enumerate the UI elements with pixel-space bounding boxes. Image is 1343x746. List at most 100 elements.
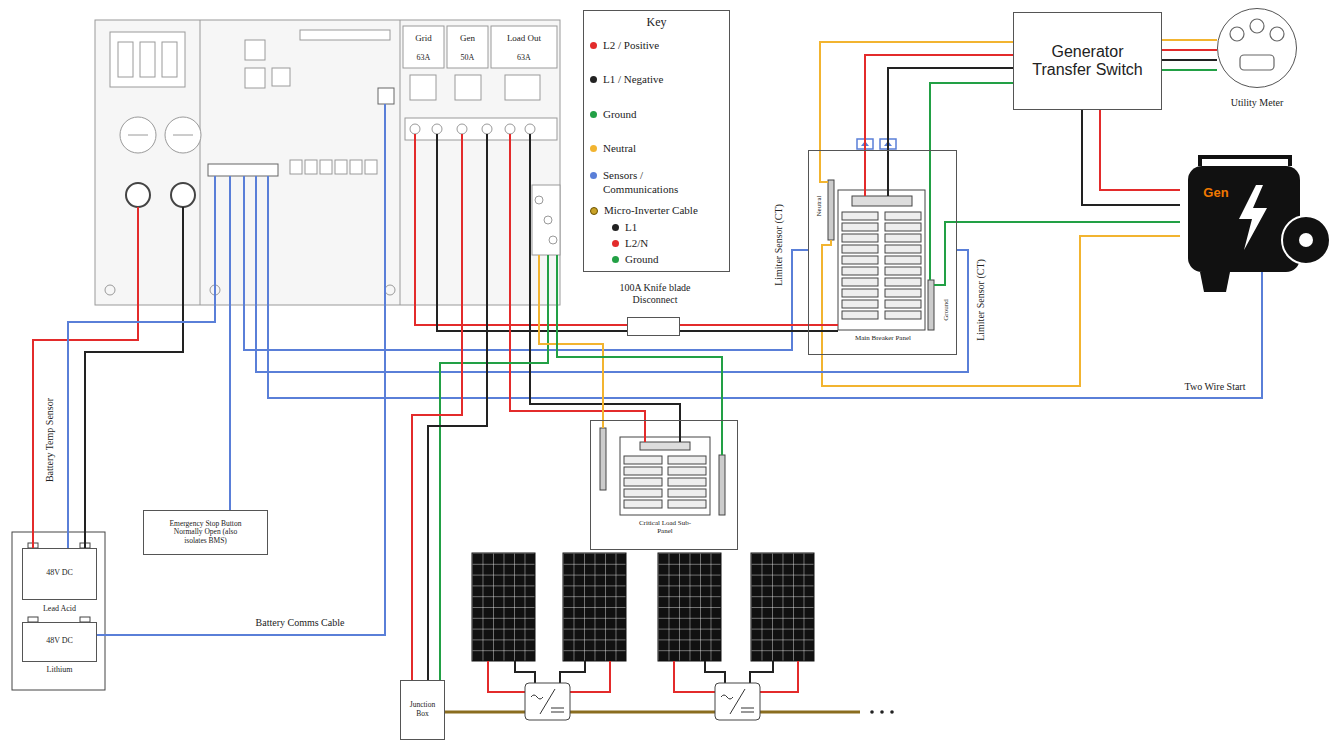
utility-meter-drawing-part <box>1240 55 1274 70</box>
legend-swatch <box>612 256 619 263</box>
solar-array-part <box>880 710 884 714</box>
inverter-drawing-part <box>272 68 290 86</box>
legend-swatch <box>612 240 619 247</box>
main-panel-feeds-part <box>820 150 828 182</box>
wire-connector <box>957 221 1180 223</box>
main-panel-drawing-part <box>842 289 878 297</box>
wire-connector <box>865 55 1013 150</box>
inverter-drawing-part <box>350 160 362 174</box>
inverter-drawing-part <box>245 40 265 60</box>
legend-swatch <box>590 111 597 118</box>
main-panel-drawing-part <box>885 300 921 308</box>
solar-array <box>445 553 894 720</box>
node-text: Grid <box>403 33 444 43</box>
main-panel-drawing-part <box>842 245 878 253</box>
node-text: Critical Load Sub-Panel <box>635 519 695 535</box>
junction-box: Junction Box <box>400 680 445 740</box>
legend-text: L1 / Negative <box>603 72 663 86</box>
main-panel-drawing-part <box>885 267 921 275</box>
solar-array-part <box>563 553 626 661</box>
inverter-unit: Grid63AGen50ALoad Out63A <box>95 20 560 305</box>
node-text: 48V DC <box>23 636 96 645</box>
solar-array-part-part <box>750 661 773 683</box>
sub-panel-drawing-part <box>600 428 606 490</box>
wire-label: Limiter Sensor (CT) <box>975 257 987 343</box>
sub-panel-drawing <box>600 428 725 515</box>
inverter-internal-wires-part <box>214 176 216 305</box>
legend-text: L1 <box>625 220 637 234</box>
inverter-drawing-part <box>110 32 185 87</box>
wire-connector <box>415 305 627 325</box>
wire-connector <box>822 236 1180 386</box>
panel-label: Ground <box>942 297 950 322</box>
utility-meter-drawing-part <box>1270 27 1284 41</box>
inverter-internal-wires-part <box>137 207 139 305</box>
sub-panel-feeds-part <box>721 420 723 455</box>
generator-icon-part <box>1200 157 1290 166</box>
solar-array-part <box>890 710 894 714</box>
main-panel-drawing <box>828 180 934 330</box>
main-panel-drawing-part <box>885 223 921 231</box>
main-panel-drawing-part <box>842 300 878 308</box>
legend-row: Ground <box>612 252 659 266</box>
main-panel-drawing-part <box>885 311 921 319</box>
main-panel-drawing-part <box>838 190 925 330</box>
inverter-drawing-part <box>305 160 317 174</box>
sub-panel-feeds <box>603 420 722 455</box>
inverter-internal-wires-part <box>556 255 558 305</box>
inverter-drawing <box>95 20 560 305</box>
generator-icon-part <box>1239 185 1267 250</box>
node-text: Main Breaker Panel <box>833 334 933 342</box>
node-text: Generator Transfer Switch <box>1026 43 1149 80</box>
inverter-drawing-part <box>118 42 133 77</box>
wire-connector <box>412 305 462 680</box>
inverter-internal-wires-part <box>436 134 438 305</box>
inverter-drawing-part <box>200 20 201 305</box>
inverter-drawing-part <box>245 68 265 88</box>
legend-text: Micro-Inverter Cable <box>604 203 698 217</box>
main-panel-drawing-part <box>828 180 834 240</box>
inverter-drawing-part <box>162 42 177 77</box>
solar-array-part-part <box>560 661 585 683</box>
generator-icon-part <box>1299 233 1313 247</box>
solar-array-part-part <box>741 708 754 712</box>
inverter-internal-wires <box>138 104 557 305</box>
node-text: Load Out <box>491 33 557 43</box>
legend-row: Sensors / Communications <box>590 168 713 196</box>
inverter-internal-wires-part <box>384 104 386 305</box>
panel-label: Neutral <box>815 194 823 219</box>
sub-panel-drawing-part <box>668 467 706 475</box>
inverter-drawing-part <box>385 285 395 295</box>
battery-enclosure <box>12 532 105 690</box>
solar-array-part <box>715 683 760 720</box>
main-breaker-panel: Main Breaker Panel <box>808 150 957 355</box>
inverter-drawing-part <box>378 88 394 104</box>
wire-connector <box>530 305 680 420</box>
inverter-drawing-part <box>128 135 148 136</box>
generator-icon-part <box>1282 216 1330 264</box>
inverter-internal-wires-part <box>547 255 549 305</box>
wire-connector <box>440 305 548 680</box>
inverter-internal-wires-part <box>182 207 184 305</box>
wire-connector <box>930 83 1013 150</box>
wire-connector <box>820 42 1013 150</box>
inverter-internal-wires-part <box>414 134 416 305</box>
node-text: 48V DC <box>23 568 96 577</box>
inverter-drawing-part <box>457 124 467 134</box>
inverter-internal-wires-part <box>243 176 245 305</box>
node-text: 63A <box>403 53 444 62</box>
wire-connector <box>97 305 385 635</box>
sub-panel-drawing-part <box>668 478 706 486</box>
generator: Gen <box>1180 160 1332 300</box>
solar-array-part <box>531 689 754 714</box>
sub-panel-drawing-part <box>624 489 662 497</box>
sub-panel-drawing-part <box>620 437 710 515</box>
wire-connector <box>680 324 808 326</box>
main-panel-feeds-part <box>864 150 866 196</box>
main-panel-feeds-part <box>934 222 957 285</box>
inverter-drawing-part <box>405 118 557 140</box>
inverter-drawing-part <box>171 183 195 207</box>
inverter-internal-wires-part <box>255 176 257 305</box>
generator-icon-part <box>1261 272 1263 300</box>
